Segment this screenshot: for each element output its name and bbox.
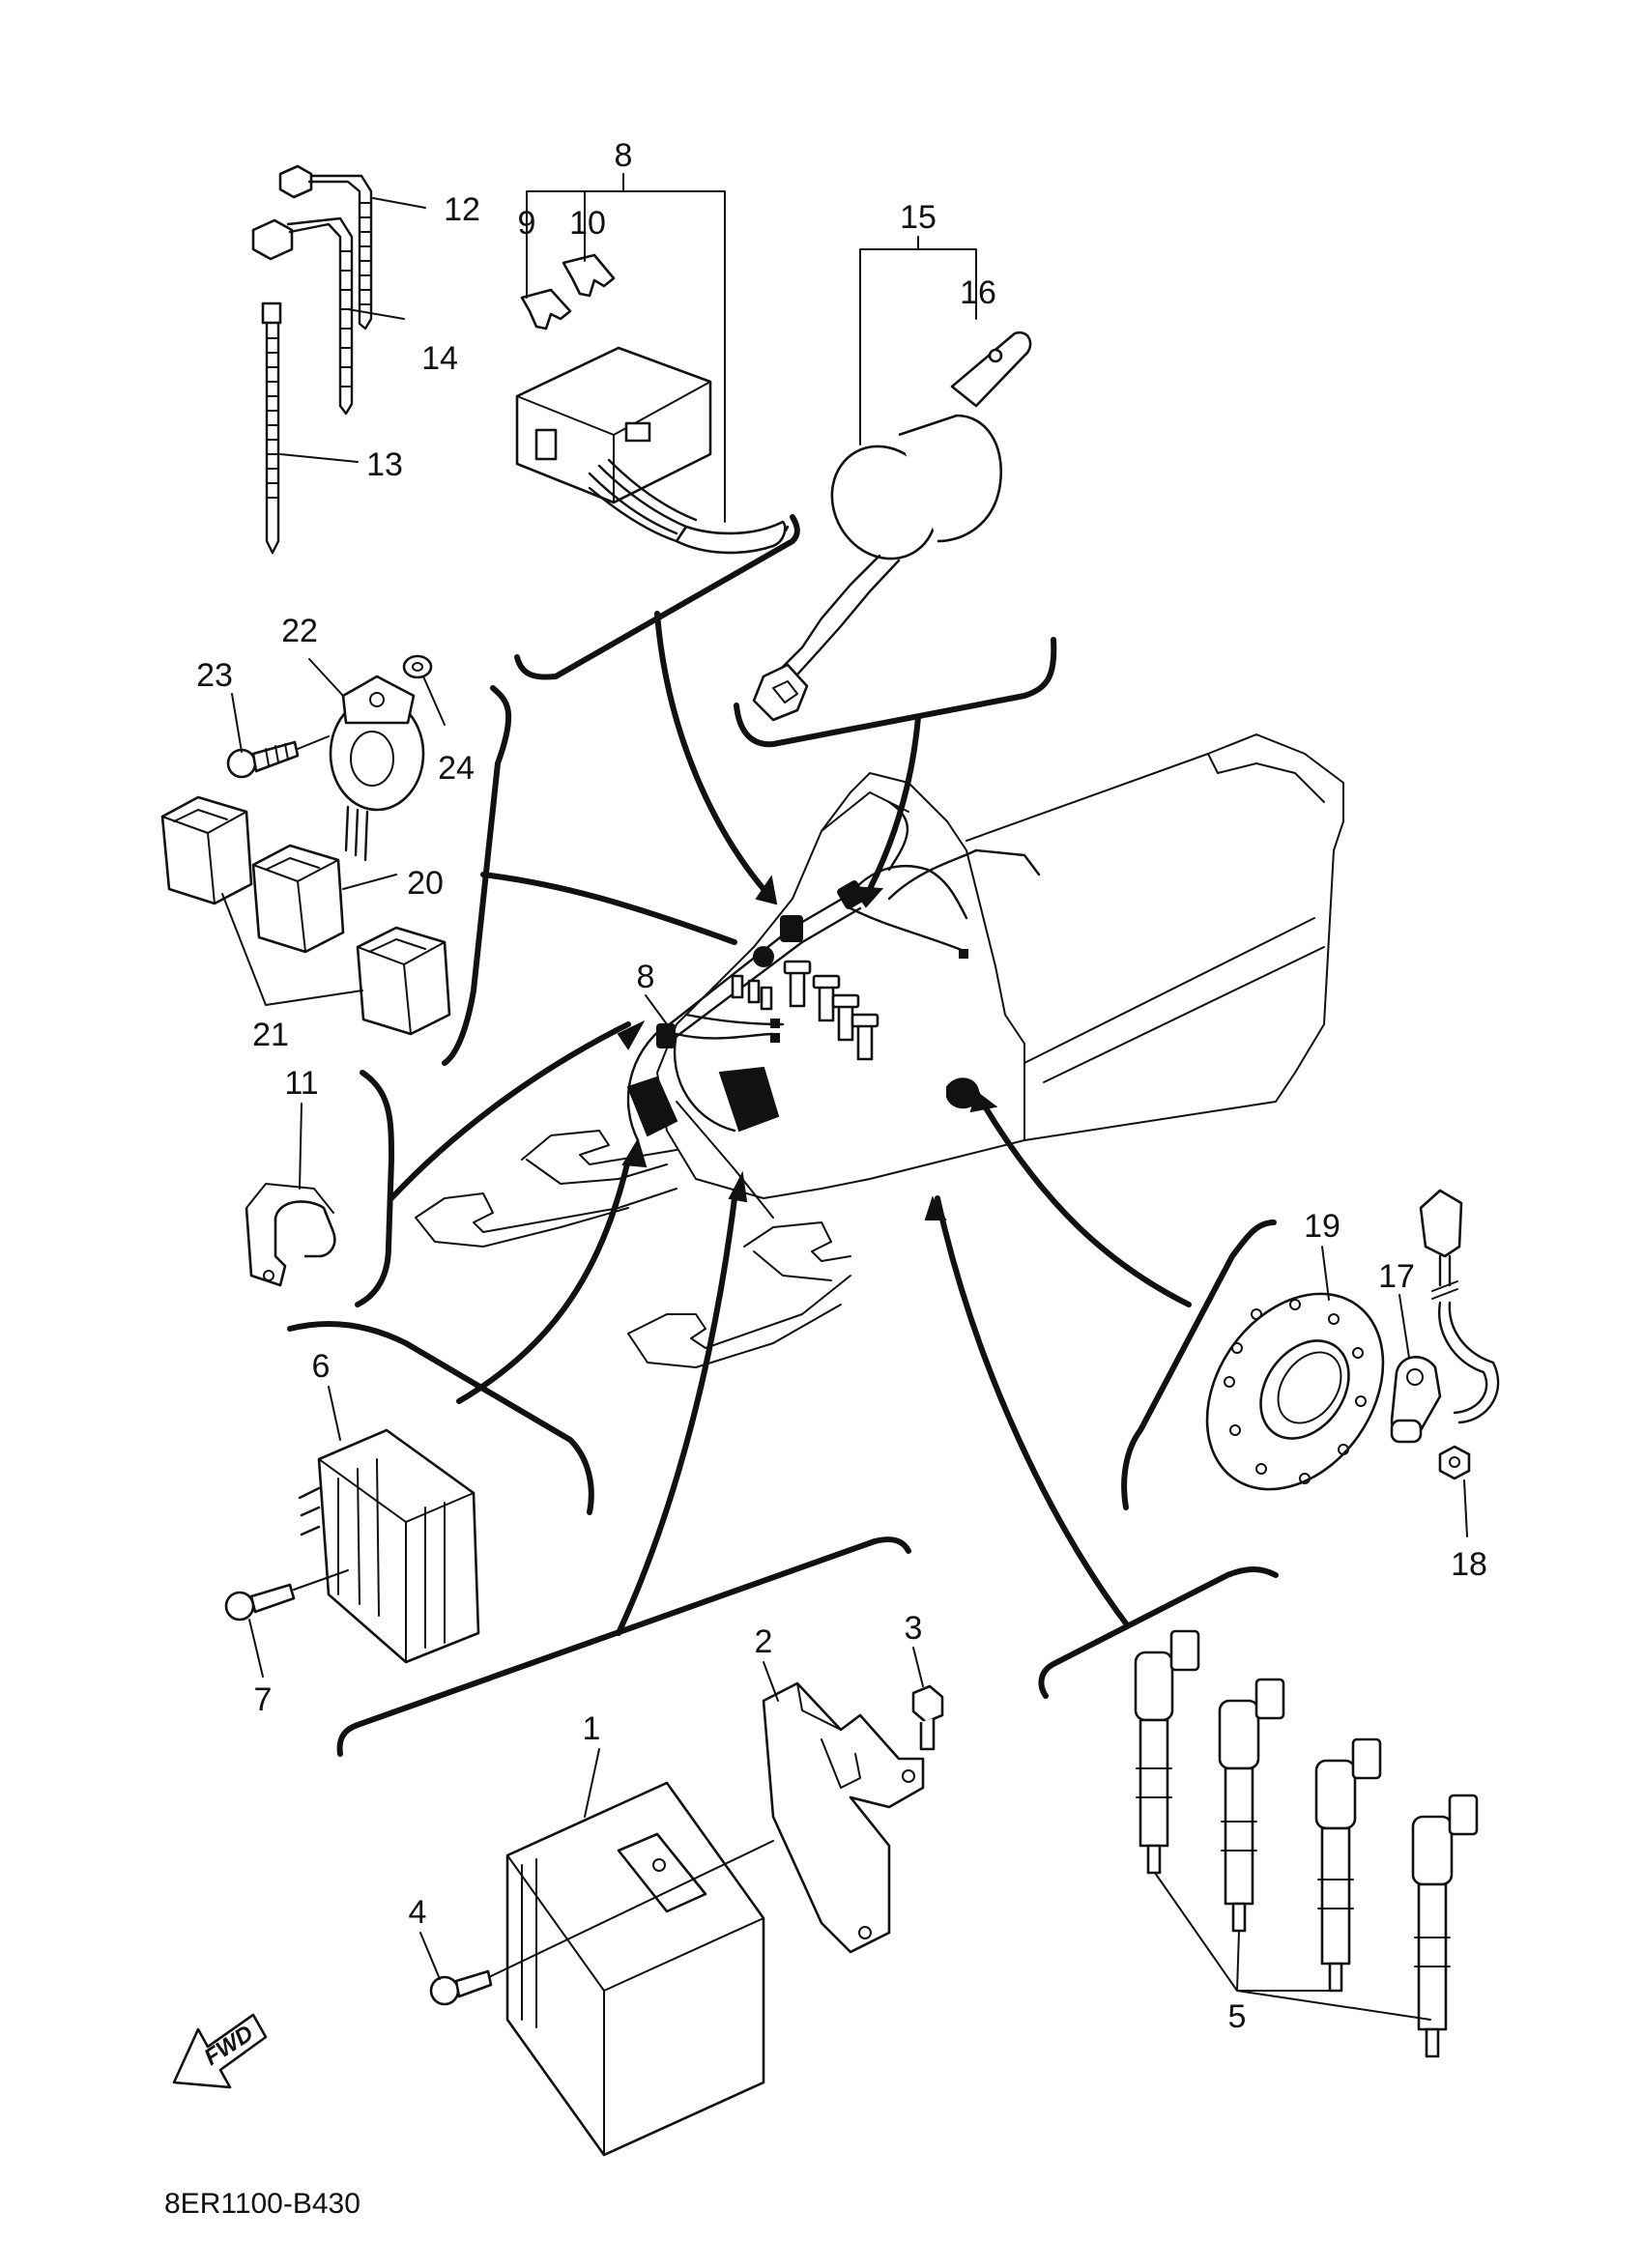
screw-23 <box>226 735 330 779</box>
pickup-sensor-17 <box>1390 1189 1500 1444</box>
relay-21a <box>160 795 253 905</box>
callout-9: 9 <box>518 205 536 242</box>
callout-23: 23 <box>196 657 233 694</box>
fwd-arrow: FWD <box>172 2013 268 2089</box>
washer-24 <box>402 654 433 679</box>
callout-17: 17 <box>1378 1258 1415 1295</box>
callout-21: 21 <box>252 1017 289 1053</box>
fuse-10 <box>562 253 616 298</box>
nut-18 <box>1438 1445 1471 1480</box>
callout-labels: 1 2 3 4 5 6 7 8 8 9 10 11 12 13 14 15 16… <box>196 137 1487 2035</box>
cable-holder-14 <box>251 216 354 416</box>
callout-20: 20 <box>407 865 444 902</box>
callout-22: 22 <box>281 613 318 649</box>
callout-12: 12 <box>444 191 480 228</box>
cable-tie-12 <box>278 164 373 330</box>
bolt-3 <box>911 1684 944 1751</box>
diagram-code: 8ER1100-B430 <box>164 2188 360 2220</box>
callout-6: 6 <box>312 1348 331 1385</box>
wire-harness <box>626 800 1041 1142</box>
ecu-1 <box>505 1781 765 2157</box>
callout-19: 19 <box>1304 1208 1340 1245</box>
bracket-11 <box>245 1183 336 1287</box>
callout-8-center: 8 <box>637 959 655 995</box>
cable-tie-13 <box>261 301 282 555</box>
callout-15: 15 <box>900 199 937 236</box>
rectifier-6 <box>298 1428 480 1664</box>
fuse-block-bolts <box>731 960 879 1061</box>
callout-1: 1 <box>583 1710 601 1747</box>
callout-14: 14 <box>421 340 458 377</box>
callout-10: 10 <box>569 205 606 242</box>
pickup-rotor-19 <box>1205 1292 1385 1491</box>
fuse-9 <box>520 288 572 330</box>
ignition-coil-b <box>1218 1678 1285 1933</box>
callout-24: 24 <box>438 750 475 787</box>
buzzer-22 <box>329 675 425 862</box>
relay-21b <box>356 926 451 1036</box>
callout-7: 7 <box>254 1681 273 1718</box>
bolt-7 <box>224 1569 349 1622</box>
main-switch <box>752 330 1032 722</box>
ignition-coil-a <box>1134 1629 1200 1875</box>
callout-11: 11 <box>284 1065 318 1102</box>
callout-3: 3 <box>905 1610 923 1647</box>
bolt-4 <box>429 1840 774 2006</box>
fuse-box <box>515 346 790 555</box>
callout-8-top: 8 <box>615 137 633 174</box>
ignition-coil-c <box>1314 1737 1382 1993</box>
callout-16: 16 <box>960 274 996 311</box>
leader-lines <box>221 173 1468 2021</box>
callout-2: 2 <box>755 1623 773 1660</box>
callout-18: 18 <box>1451 1546 1487 1583</box>
ignition-coil-d <box>1411 1794 1479 2058</box>
callout-5: 5 <box>1228 1998 1247 2035</box>
callout-4: 4 <box>409 1894 427 1931</box>
callout-13: 13 <box>366 446 403 483</box>
callout-brackets <box>287 514 1279 1757</box>
vehicle-body <box>415 733 1344 1368</box>
relay-20 <box>251 844 345 954</box>
bracket-2 <box>762 1681 925 1954</box>
arrowheads <box>617 875 998 1220</box>
